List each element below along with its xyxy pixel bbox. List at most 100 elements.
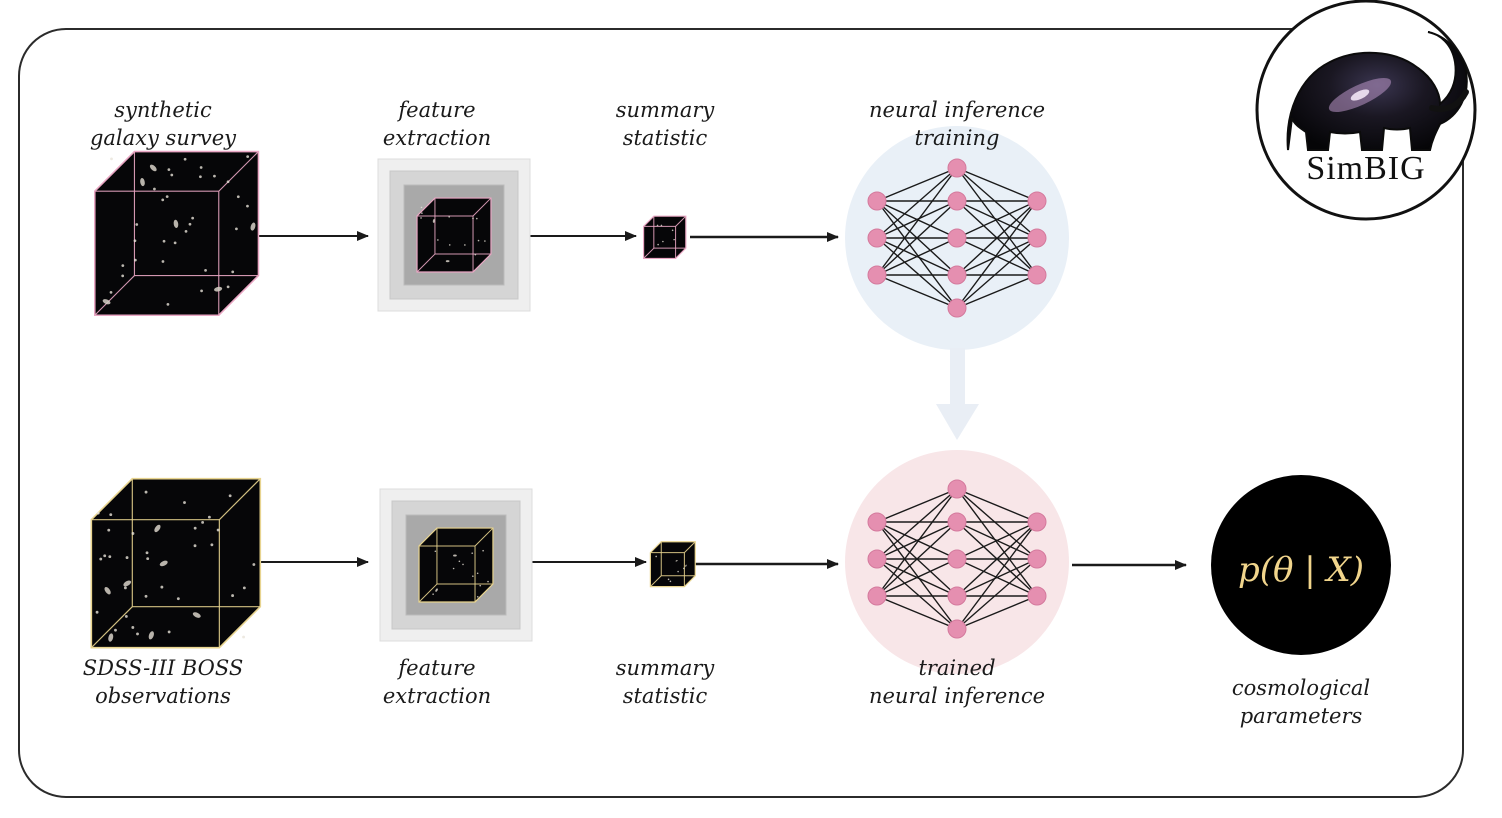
galaxy <box>123 580 132 587</box>
galaxy <box>434 550 437 553</box>
galaxy <box>448 244 451 246</box>
galaxy <box>432 219 435 223</box>
network-node <box>867 512 887 532</box>
galaxy <box>445 260 450 263</box>
galaxy <box>420 217 422 219</box>
galaxy <box>421 212 423 214</box>
galaxy <box>675 560 678 562</box>
galaxy <box>183 157 187 161</box>
galaxy <box>462 563 464 566</box>
galaxy <box>201 520 205 524</box>
galaxy <box>176 597 180 601</box>
galaxy <box>170 173 174 177</box>
galaxy <box>210 543 214 547</box>
cube-edge <box>675 215 687 227</box>
galaxy <box>484 240 486 242</box>
galaxy <box>667 578 670 581</box>
galaxy <box>472 575 474 578</box>
network-edge <box>956 200 1038 276</box>
galaxy <box>188 222 192 226</box>
network-edge <box>956 521 1038 630</box>
cube-edge <box>94 275 135 316</box>
galaxy <box>140 177 145 187</box>
synthetic-galaxy-cube <box>93 150 260 317</box>
network-edge <box>876 521 958 560</box>
network-edge <box>956 488 1038 597</box>
network-node <box>947 549 967 569</box>
galaxy <box>107 528 111 532</box>
galaxy <box>471 552 474 554</box>
galaxy <box>114 628 117 632</box>
network-edge <box>956 274 1038 309</box>
galaxy <box>476 217 478 220</box>
galaxy <box>685 564 687 567</box>
cube-edge <box>418 583 438 603</box>
galaxy <box>242 586 246 590</box>
galaxy <box>472 217 474 220</box>
galaxy <box>99 557 103 561</box>
cube-edge <box>650 575 662 587</box>
network-node <box>867 265 887 285</box>
network-node <box>947 479 967 499</box>
galaxy <box>482 549 484 552</box>
galaxy <box>161 198 165 202</box>
galaxy <box>121 274 125 278</box>
galaxy <box>102 299 111 305</box>
network-edge <box>876 595 958 630</box>
training-neural-network <box>867 158 1047 318</box>
galaxy <box>673 239 676 241</box>
galaxy <box>146 557 150 561</box>
galaxy <box>123 586 127 590</box>
galaxy <box>200 289 203 293</box>
galaxy <box>250 222 256 231</box>
galaxy <box>231 270 235 274</box>
galaxy <box>476 596 479 598</box>
galaxy <box>108 633 114 642</box>
mammoth-icon <box>1286 31 1469 151</box>
cube-edge <box>416 253 436 273</box>
galaxy <box>167 168 171 171</box>
galaxy <box>662 240 664 243</box>
galaxy <box>109 513 113 517</box>
network-node <box>1027 191 1047 211</box>
network-node <box>947 512 967 532</box>
galaxy <box>453 554 457 557</box>
galaxy <box>464 244 466 246</box>
galaxy <box>657 243 659 246</box>
galaxy <box>110 157 113 161</box>
galaxy <box>149 164 157 172</box>
posterior-circle <box>1211 475 1391 655</box>
galaxy <box>246 155 250 159</box>
network-edge <box>876 167 958 239</box>
network-edge <box>876 167 958 276</box>
bottom-summary-statistic-cube <box>649 541 696 588</box>
galaxy <box>226 285 230 289</box>
network-edge <box>956 167 1038 276</box>
galaxy <box>133 239 137 243</box>
network-edge <box>876 521 958 630</box>
boss-observation-cube <box>90 477 262 649</box>
network-node <box>947 586 967 606</box>
network-edge <box>876 237 958 309</box>
network-edge <box>956 558 1038 630</box>
network-edge <box>956 167 1038 202</box>
galaxy <box>655 555 657 558</box>
network-edge <box>956 558 1038 597</box>
galaxy <box>487 580 489 583</box>
network-edge <box>956 200 1038 239</box>
galaxy <box>131 626 135 629</box>
network-node <box>867 228 887 248</box>
network-edge <box>876 521 958 597</box>
galaxy <box>479 584 482 587</box>
galaxy <box>226 180 230 184</box>
network-node <box>947 158 967 178</box>
